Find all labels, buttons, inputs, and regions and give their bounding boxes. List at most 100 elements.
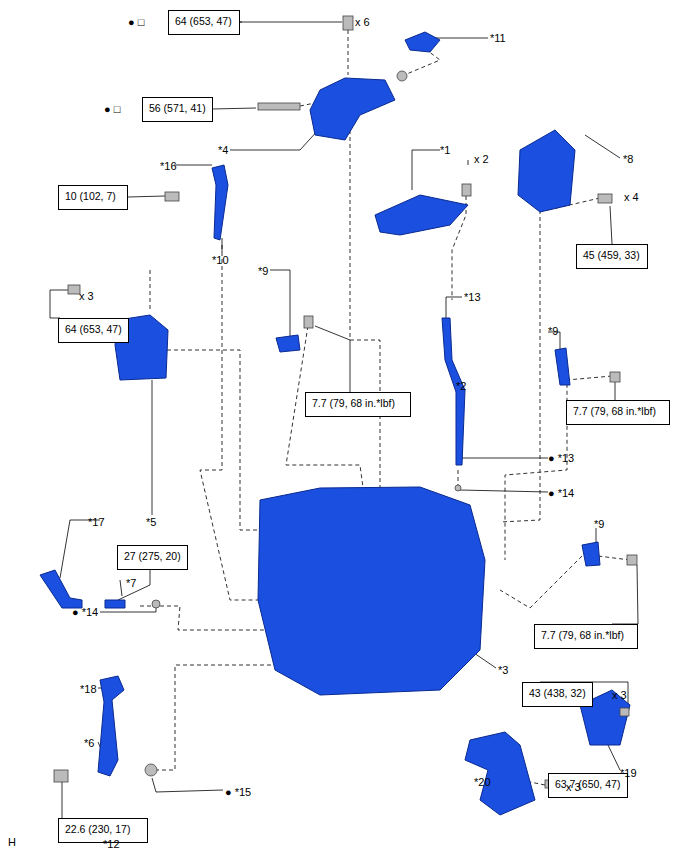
part-drawing (258, 103, 300, 110)
part-drawing (98, 676, 124, 776)
part-drawing (310, 78, 395, 140)
callout-label: *1 (440, 144, 450, 157)
torque-value: 10 (102, 7) (65, 190, 116, 202)
part-drawing (598, 556, 630, 560)
part-drawing (412, 150, 440, 190)
part-drawing (276, 335, 300, 352)
part-drawing (458, 470, 459, 485)
torque-spec-box: 7.7 (79, 68 in.*lbf) (566, 400, 670, 425)
torque-spec-box: 27 (275, 20) (117, 545, 188, 570)
part-drawing (50, 22, 638, 818)
callout-label: x 4 (624, 191, 639, 204)
callout-label: *18 (80, 683, 97, 696)
callout-label: ● *14 (72, 606, 98, 619)
part-drawing (446, 297, 462, 318)
part-drawing (54, 770, 68, 782)
torque-value: 56 (571, 41) (149, 102, 206, 114)
part-drawing (375, 195, 468, 235)
callout-label: *9 (548, 325, 558, 338)
part-drawing (68, 285, 80, 294)
callout-label: *11 (490, 32, 506, 45)
callout-label: *7 (126, 577, 136, 590)
part-drawing (152, 778, 223, 792)
part-drawing (212, 108, 256, 109)
callout-label: *13 (464, 291, 481, 304)
callout-label: x 3 (612, 689, 627, 702)
part-drawing (455, 485, 461, 491)
callout-label: *16 (160, 160, 177, 173)
part-drawing (150, 270, 151, 310)
torque-value: 64 (653, 47) (65, 323, 122, 335)
callout-label: H (8, 836, 16, 849)
part-drawing (518, 130, 575, 212)
part-drawing (50, 290, 68, 318)
part-drawing (598, 194, 612, 203)
callout-label: ● *13 (548, 452, 574, 465)
part-drawing (610, 206, 612, 244)
torque-value: 63.7 (650, 47) (555, 778, 620, 790)
callout-label: *12 (103, 838, 120, 851)
part-drawing (585, 135, 620, 158)
part-drawing (608, 745, 620, 770)
torque-spec-box: 45 (459, 33) (576, 244, 648, 269)
part-drawing (432, 38, 488, 39)
torque-value: 7.7 (79, 68 in.*lbf) (312, 397, 395, 409)
callout-label: x 6 (355, 16, 370, 29)
part-drawing (500, 556, 582, 608)
part-drawing (54, 16, 637, 788)
torque-value: 27 (275, 20) (124, 550, 181, 562)
part-drawing (240, 22, 342, 23)
callout-label: ● □ (128, 16, 144, 29)
callout-label: *9 (258, 265, 268, 278)
torque-spec-box: 7.7 (79, 68 in.*lbf) (534, 624, 638, 649)
part-drawing (397, 71, 407, 81)
part-drawing (462, 458, 548, 459)
part-drawing (120, 580, 122, 596)
part-drawing (615, 382, 616, 400)
torque-value: 45 (459, 33) (583, 249, 640, 261)
part-drawing (165, 192, 179, 201)
part-drawing (610, 372, 620, 382)
callout-label: *20 (474, 776, 491, 789)
torque-spec-box: 64 (653, 47) (58, 318, 129, 343)
part-drawing (152, 600, 160, 608)
part-drawing (230, 128, 320, 150)
part-drawing (128, 196, 165, 197)
part-drawing (405, 32, 440, 52)
torque-spec-box: 64 (653, 47) (168, 10, 240, 35)
part-drawing (152, 380, 153, 515)
part-drawing (620, 708, 629, 716)
part-drawing (174, 165, 212, 166)
part-drawing (348, 30, 349, 75)
callout-label: *6 (84, 737, 94, 750)
part-drawing (270, 270, 290, 340)
part-drawing (462, 184, 471, 196)
callout-label: *3 (498, 664, 508, 677)
part-drawing (222, 238, 223, 252)
part-drawing (155, 665, 310, 770)
part-drawing (465, 732, 535, 815)
torque-value: 7.7 (79, 68 in.*lbf) (573, 405, 656, 417)
callout-label: *8 (623, 153, 633, 166)
torque-value: 43 (438, 32) (529, 687, 586, 699)
torque-spec-box: 63.7 (650, 47) (548, 773, 628, 798)
part-drawing (315, 326, 350, 392)
part-drawing (460, 490, 548, 492)
callout-label: ● *14 (548, 487, 574, 500)
part-drawing (60, 520, 100, 578)
callout-label: x 3 (79, 290, 94, 303)
part-drawing (582, 542, 600, 566)
part-drawing (105, 600, 125, 608)
torque-spec-box: 43 (438, 32) (522, 682, 593, 707)
part-drawing (140, 606, 152, 607)
part-drawing (555, 348, 570, 385)
torque-value: 22.6 (230, 17) (65, 823, 130, 835)
torque-spec-box: 10 (102, 7) (58, 185, 128, 210)
part-drawing (40, 570, 82, 608)
part-drawing (258, 487, 485, 695)
callout-label: *4 (218, 144, 228, 157)
callout-label: *10 (212, 254, 229, 267)
part-drawing (612, 565, 638, 624)
